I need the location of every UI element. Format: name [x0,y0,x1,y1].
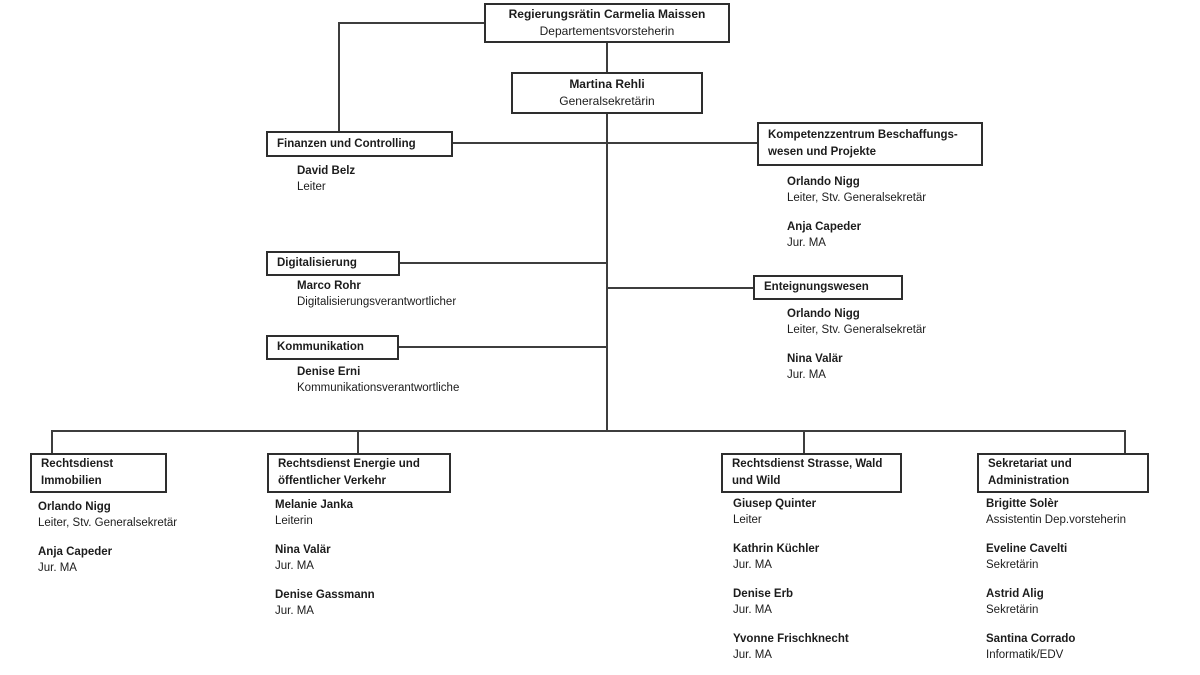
connector-line [1124,430,1126,453]
staff-name: Yvonne Frischknecht [733,633,849,645]
staff-role: Sekretärin [986,604,1039,616]
unit-box-enteignungswesen: Enteignungswesen [753,275,903,300]
staff-list-digitalisierung: Marco Rohr Digitalisierungsverantwortlic… [297,278,456,323]
connector-line [606,43,608,73]
connector-line [399,262,607,264]
staff-entry: Denise Erni Kommunikationsverantwortlich… [297,364,459,396]
staff-entry: Denise Gassmann Jur. MA [275,587,375,619]
staff-list-rechtsdienst-immobilien: Orlando Nigg Leiter, Stv. Generalsekretä… [38,499,177,589]
staff-role: Jur. MA [787,237,826,249]
staff-name: David Belz [297,165,356,177]
connector-line [51,430,1126,432]
staff-entry: Giusep Quinter Leiter [733,496,849,528]
staff-role: Leiter, Stv. Generalsekretär [787,192,927,204]
staff-list-rechtsdienst-energie: Melanie Janka Leiterin Nina Valär Jur. M… [275,497,375,632]
staff-role: Digitalisierungsverantwortlicher [297,296,457,308]
staff-name: Nina Valär [787,353,843,365]
node-generalsekretaerin: Martina Rehli Generalsekretärin [511,72,703,114]
staff-entry: Astrid Alig Sekretärin [986,586,1126,618]
connector-line [51,430,53,453]
staff-role: Jur. MA [275,560,314,572]
staff-list-kompetenzzentrum: Orlando Nigg Leiter, Stv. Generalsekretä… [787,174,926,264]
staff-name: Anja Capeder [38,546,113,558]
staff-name: Nina Valär [275,544,331,556]
unit-box-rechtsdienst-strasse: Rechtsdienst Strasse, Wald und Wild [721,453,902,493]
staff-role: Jur. MA [38,562,77,574]
staff-entry: Orlando Nigg Leiter, Stv. Generalsekretä… [787,174,926,206]
staff-role: Sekretärin [986,559,1039,571]
staff-list-sekretariat: Brigitte Solèr Assistentin Dep.vorsteher… [986,496,1126,675]
staff-name: Kathrin Küchler [733,543,820,555]
staff-role: Leiter, Stv. Generalsekretär [787,324,927,336]
staff-entry: Orlando Nigg Leiter, Stv. Generalsekretä… [38,499,177,531]
staff-entry: Melanie Janka Leiterin [275,497,375,529]
unit-box-finanzen-und-controlling: Finanzen und Controlling [266,131,453,157]
staff-entry: Brigitte Solèr Assistentin Dep.vorsteher… [986,496,1126,528]
node-departementsvorsteherin: Regierungsrätin Carmelia Maissen Departe… [484,3,730,43]
unit-box-kompetenzzentrum: Kompetenzzentrum Beschaffungs- wesen und… [757,122,983,166]
staff-entry: Anja Capeder Jur. MA [787,219,926,251]
staff-entry: David Belz Leiter [297,163,355,195]
staff-name: Denise Erni [297,366,361,378]
staff-role: Leiter [297,181,326,193]
connector-line [453,142,758,144]
staff-role: Informatik/EDV [986,649,1064,661]
staff-name: Marco Rohr [297,280,361,292]
staff-entry: Yvonne Frischknecht Jur. MA [733,631,849,663]
staff-name: Santina Corrado [986,633,1076,645]
unit-box-kommunikation: Kommunikation [266,335,399,360]
staff-role: Jur. MA [733,649,772,661]
connector-line [803,430,805,453]
staff-entry: Eveline Cavelti Sekretärin [986,541,1126,573]
person-role: Departementsvorsteherin [539,24,675,38]
connector-line [338,22,340,132]
staff-list-enteignungswesen: Orlando Nigg Leiter, Stv. Generalsekretä… [787,306,926,396]
staff-name: Denise Gassmann [275,589,375,601]
staff-name: Astrid Alig [986,588,1044,600]
staff-role: Jur. MA [275,605,314,617]
staff-entry: Kathrin Küchler Jur. MA [733,541,849,573]
staff-list-finanzen: David Belz Leiter [297,163,355,208]
staff-name: Eveline Cavelti [986,543,1068,555]
connector-line [357,430,359,453]
staff-role: Jur. MA [787,369,826,381]
staff-entry: Orlando Nigg Leiter, Stv. Generalsekretä… [787,306,926,338]
staff-entry: Santina Corrado Informatik/EDV [986,631,1126,663]
person-name: Martina Rehli [569,77,645,91]
connector-line [606,287,754,289]
unit-box-sekretariat: Sekretariat und Administration [977,453,1149,493]
staff-name: Anja Capeder [787,221,862,233]
staff-role: Jur. MA [733,604,772,616]
staff-name: Orlando Nigg [787,176,860,188]
staff-role: Leiterin [275,515,313,527]
staff-role: Leiter, Stv. Generalsekretär [38,517,178,529]
connector-line [398,346,607,348]
connector-line [606,113,608,431]
unit-box-digitalisierung: Digitalisierung [266,251,400,276]
staff-role: Leiter [733,514,762,526]
staff-entry: Marco Rohr Digitalisierungsverantwortlic… [297,278,456,310]
staff-name: Orlando Nigg [787,308,860,320]
connector-line [338,22,486,24]
staff-role: Jur. MA [733,559,772,571]
staff-entry: Denise Erb Jur. MA [733,586,849,618]
staff-name: Melanie Janka [275,499,353,511]
unit-box-rechtsdienst-energie: Rechtsdienst Energie und öffentlicher Ve… [267,453,451,493]
person-role: Generalsekretärin [559,94,655,108]
staff-list-rechtsdienst-strasse: Giusep Quinter Leiter Kathrin Küchler Ju… [733,496,849,675]
staff-role: Assistentin Dep.vorsteherin [986,514,1126,526]
staff-name: Orlando Nigg [38,501,111,513]
staff-name: Giusep Quinter [733,498,817,510]
unit-box-rechtsdienst-immobilien: Rechtsdienst Immobilien [30,453,167,493]
staff-entry: Nina Valär Jur. MA [275,542,375,574]
staff-name: Denise Erb [733,588,794,600]
staff-entry: Nina Valär Jur. MA [787,351,926,383]
staff-entry: Anja Capeder Jur. MA [38,544,177,576]
staff-name: Brigitte Solèr [986,498,1059,510]
staff-role: Kommunikationsverantwortliche [297,382,460,394]
person-name: Regierungsrätin Carmelia Maissen [508,7,706,21]
staff-list-kommunikation: Denise Erni Kommunikationsverantwortlich… [297,364,459,409]
